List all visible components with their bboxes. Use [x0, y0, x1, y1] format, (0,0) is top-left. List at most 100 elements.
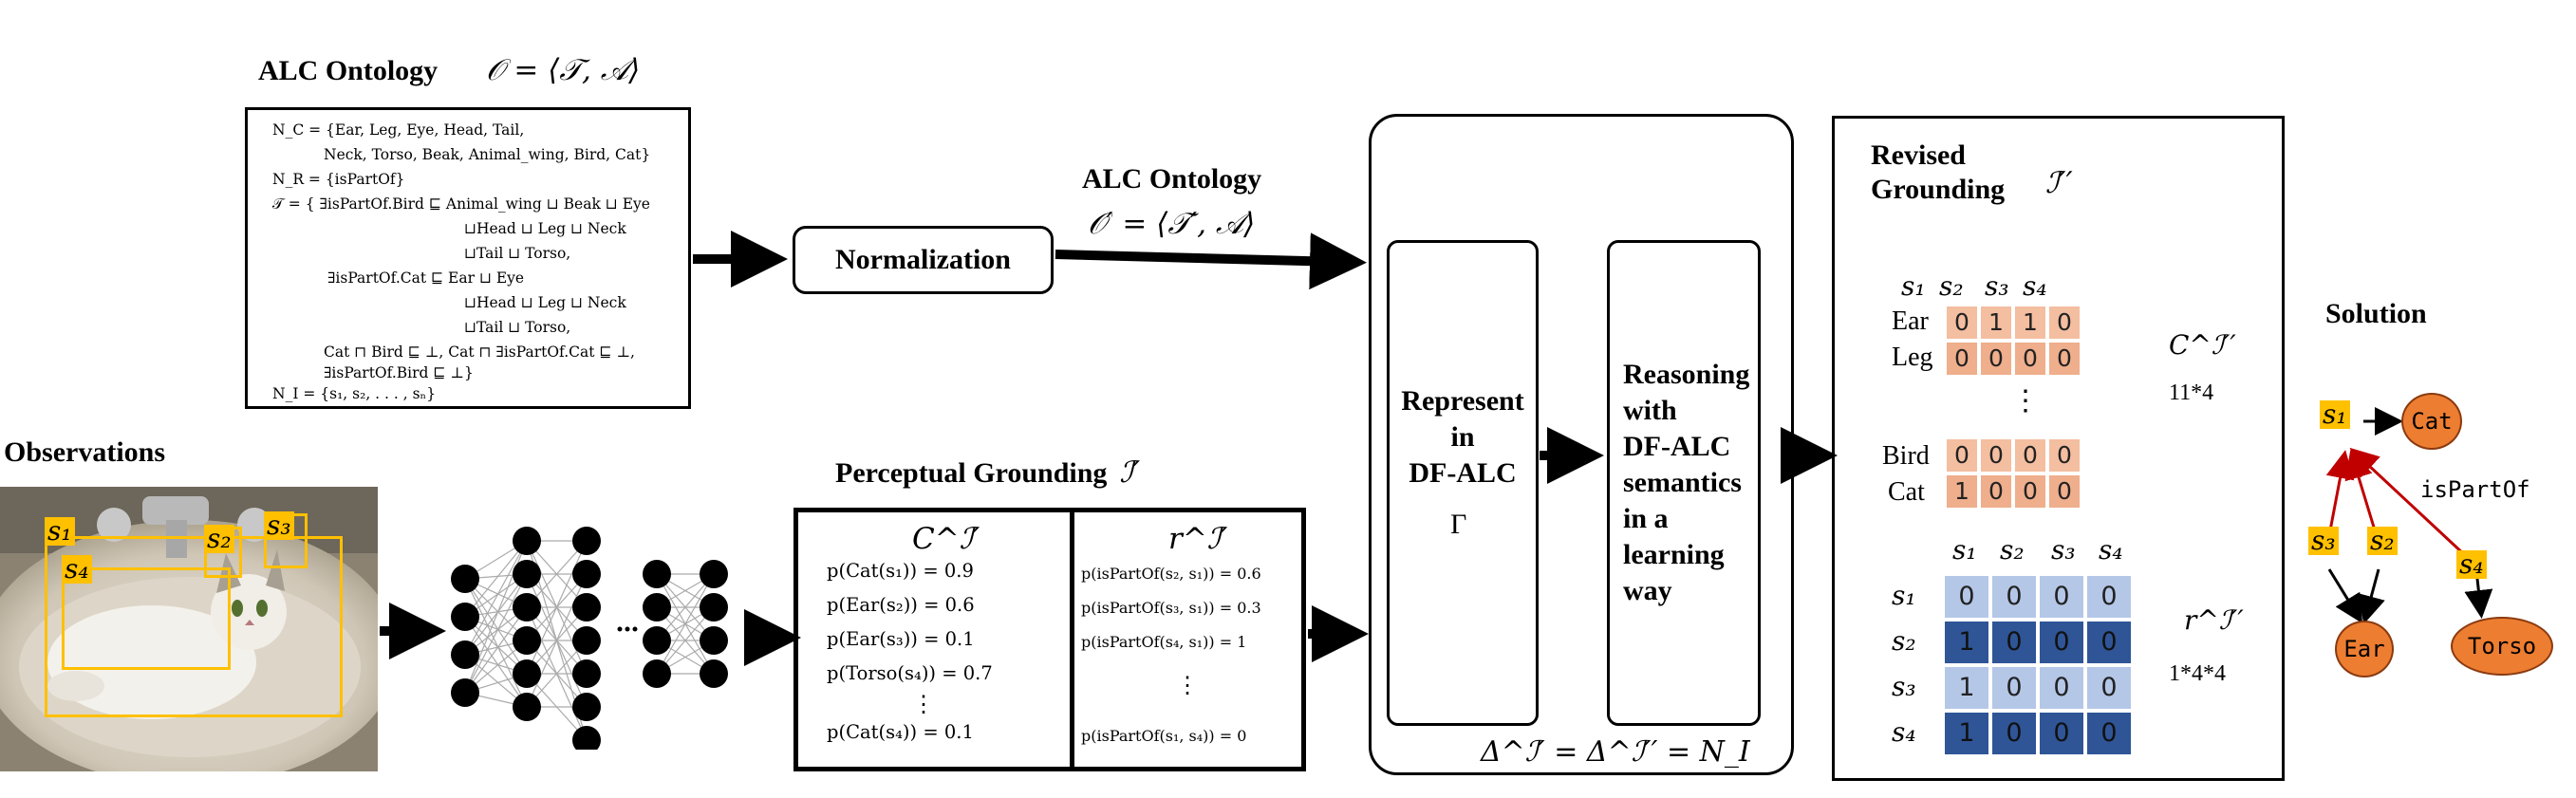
- concept-prob: p(Ear(s₃)) = 0.1: [827, 628, 975, 650]
- role-col-label: s₄: [2099, 534, 2123, 566]
- matrix-cell: 0: [1979, 473, 2013, 510]
- concept-col-label: s₃: [1985, 270, 2009, 302]
- ontology-box: N_C = {Ear, Leg, Eye, Head, Tail, Neck, …: [245, 107, 691, 409]
- matrix-cell: 1: [1945, 473, 1979, 510]
- matrix-cell: 0: [2085, 620, 2133, 665]
- role-prob: p(isPartOf(s₁, s₄)) = 0: [1081, 727, 1247, 745]
- concept-prob: p(Ear(s₂)) = 0.6: [827, 594, 975, 616]
- reasoning-line: with: [1623, 395, 1677, 426]
- matrix-cell: 0: [1990, 620, 2038, 665]
- role-ellipsis: ⋮: [1176, 672, 1199, 698]
- matrix-cell: 0: [2038, 711, 2085, 756]
- solution-title: Solution: [2325, 298, 2427, 329]
- concept-col-label: s₁: [1901, 270, 1926, 302]
- role-row: 0 0 0 0: [1943, 574, 2133, 620]
- matrix-cell: 0: [1979, 437, 2013, 473]
- role-symbol: r^ℐ′′: [2184, 604, 2244, 636]
- concept-row: 0 0 0 0: [1945, 437, 2081, 473]
- concept-row: 1 0 0 0: [1945, 473, 2081, 510]
- matrix-cell: 0: [1943, 574, 1990, 620]
- role-dims: 1*4*4: [2169, 661, 2226, 686]
- matrix-cell: 0: [2047, 305, 2081, 341]
- matrix-cell: 0: [2013, 341, 2047, 377]
- node-ear: Ear: [2335, 621, 2394, 677]
- ontology-line: ⊔Tail ⊔ Torso,: [464, 319, 571, 336]
- revised-title-2: Grounding: [1871, 174, 2006, 205]
- concept-row: 0 1 1 0: [1945, 305, 2081, 341]
- node-cat: Cat: [2401, 393, 2462, 450]
- reasoning-line: semantics: [1623, 467, 1742, 498]
- matrix-cell: 0: [2038, 574, 2085, 620]
- observations-title: Observations: [4, 436, 166, 468]
- bbox-s1: [45, 536, 343, 717]
- concept-row-label: Bird: [1882, 441, 1930, 471]
- matrix-cell: 0: [1990, 665, 2038, 711]
- role-row-label: s₂: [1892, 625, 1916, 657]
- ontology-line: ∃isPartOf.Bird ⊑ ⊥}: [324, 364, 474, 381]
- grounding-divider: [1070, 512, 1074, 767]
- matrix-cell: 0: [2013, 473, 2047, 510]
- matrix-cell: 0: [2038, 665, 2085, 711]
- solution-tag-s1: s₁: [2320, 400, 2350, 429]
- reasoning-line: DF-ALC: [1623, 431, 1731, 462]
- matrix-cell: 0: [1990, 711, 2038, 756]
- role-row: 1 0 0 0: [1943, 711, 2133, 756]
- matrix-cell: 0: [2013, 437, 2047, 473]
- bbox-s4: [62, 567, 231, 670]
- ontology2-formula: 𝒪′ = ⟨𝒯′, 𝒜⟩: [1088, 207, 1256, 241]
- matrix-cell: 1: [1943, 665, 1990, 711]
- ontology-line: ⊔Tail ⊔ Torso,: [464, 245, 571, 262]
- ontology-line: ∃isPartOf.Cat ⊑ Ear ⊔ Eye: [327, 269, 525, 287]
- role-row-label: s₄: [1892, 716, 1916, 748]
- revised-title-1: Revised: [1871, 139, 1966, 171]
- concept-header: C^ℐ′: [912, 522, 980, 556]
- solution-tag-s2: s₂: [2367, 527, 2398, 555]
- grounding-title-text: Perceptual Grounding: [835, 457, 1108, 489]
- role-row-label: s₃: [1892, 671, 1916, 702]
- reasoning-box: Reasoning with DF-ALC semantics in a lea…: [1607, 240, 1761, 726]
- normalization-box: Normalization: [793, 226, 1054, 294]
- matrix-cell: 1: [2013, 305, 2047, 341]
- relation-label: isPartOf: [2420, 476, 2530, 503]
- represent-box: Represent in DF-ALC Γ: [1387, 240, 1539, 726]
- tag-s1: s₁: [45, 517, 75, 546]
- grounding-title-math: ℐ′: [1119, 455, 1141, 490]
- ontology-line: N_C = {Ear, Leg, Eye, Head, Tail,: [272, 121, 525, 139]
- role-prob: p(isPartOf(s₄, s₁)) = 1: [1081, 633, 1247, 651]
- cat-photo: s₁ s₄ s₂ s₃: [0, 487, 399, 786]
- role-row: 1 0 0 0: [1943, 620, 2133, 665]
- ontology-formula: 𝒪 = ⟨𝒯, 𝒜⟩: [486, 53, 641, 87]
- neural-network-graphic: [451, 527, 728, 754]
- matrix-cell: 0: [1945, 437, 1979, 473]
- role-row-label: s₁: [1892, 580, 1916, 611]
- matrix-cell: 0: [1990, 574, 2038, 620]
- ontology-title: ALC Ontology: [258, 55, 439, 86]
- domain-equation: Δ^ℐ′ = Δ^ℐ′′ = N_I: [1481, 735, 1750, 769]
- reasoning-line: in a: [1623, 503, 1669, 534]
- reasoning-label: Reasoning with DF-ALC semantics in a lea…: [1623, 357, 1749, 609]
- matrix-cell: 0: [2047, 341, 2081, 377]
- solution-graph: s₁ Cat s₃ s₂ s₄ isPartOf Ear Torso: [2306, 380, 2576, 693]
- represent-line: DF-ALC: [1409, 457, 1517, 489]
- role-col-label: s₂: [2000, 534, 2025, 566]
- concept-dims: 11*4: [2169, 380, 2214, 405]
- tag-s4: s₄: [62, 555, 92, 584]
- concept-prob: p(Cat(s₁)) = 0.9: [827, 560, 974, 582]
- concept-ellipsis: ⋮: [2011, 385, 2040, 417]
- revised-box: Revised Grounding ℐ′′ s₁ s₂ s₃ s₄ Ear 0 …: [1832, 116, 2285, 781]
- arrow-normalization-to-dfalc: [1055, 232, 1367, 290]
- reasoning-line: Reasoning: [1623, 359, 1750, 390]
- concept-prob: p(Cat(s₄)) = 0.1: [827, 721, 974, 743]
- matrix-cell: 0: [2047, 437, 2081, 473]
- ontology-line: ⊔Head ⊔ Leg ⊔ Neck: [464, 294, 626, 311]
- cat-photo-illustration: [0, 487, 399, 786]
- matrix-cell: 0: [1945, 305, 1979, 341]
- tag-s3: s₃: [264, 511, 294, 540]
- represent-line: Represent: [1401, 385, 1524, 417]
- revised-title-math: ℐ′′: [2045, 166, 2073, 200]
- neural-network: [446, 522, 750, 754]
- reasoning-line: way: [1623, 575, 1672, 606]
- ontology-line: Cat ⊓ Bird ⊑ ⊥, Cat ⊓ ∃isPartOf.Cat ⊑ ⊥,: [324, 343, 635, 361]
- role-col-label: s₃: [2051, 534, 2076, 566]
